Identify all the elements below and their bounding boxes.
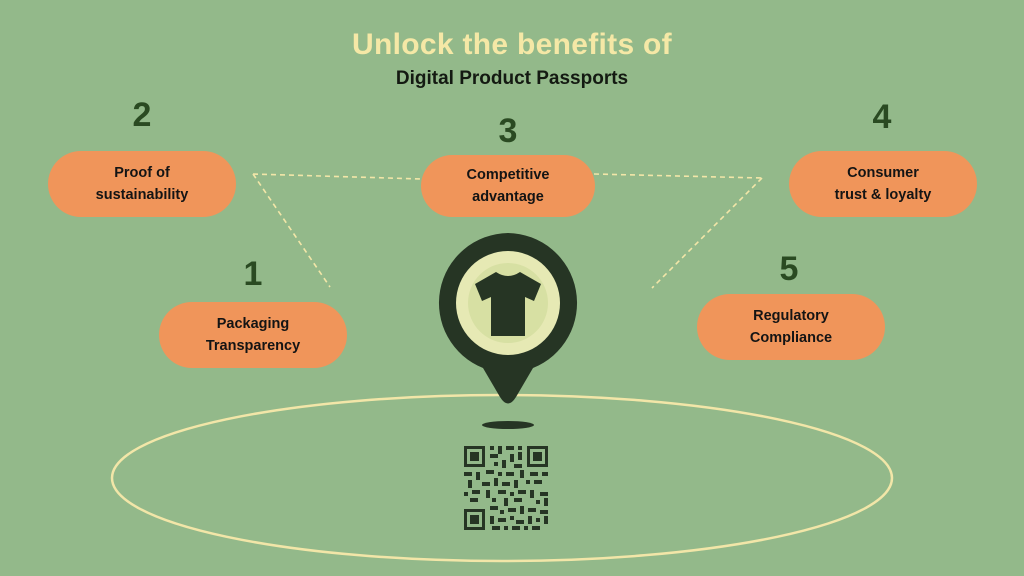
benefit-number-4: 4 — [872, 98, 892, 136]
connector-3-to-4 — [593, 173, 763, 179]
benefit-number-2: 2 — [132, 96, 152, 134]
benefit-number-1: 1 — [243, 255, 263, 293]
page-title: Unlock the benefits of — [352, 28, 672, 61]
benefit-number-5: 5 — [779, 250, 799, 288]
benefit-number-3: 3 — [498, 112, 518, 150]
connector-4-to-5 — [651, 177, 763, 289]
page-subtitle: Digital Product Passports — [395, 68, 629, 89]
benefit-pill-regulatory-compliance: Regulatory Compliance — [697, 294, 885, 360]
qr-code-icon — [464, 446, 548, 530]
benefit-pill-proof-of-sustainability: Proof of sustainability — [48, 151, 236, 217]
base-ellipse — [110, 393, 894, 563]
benefit-pill-competitive-advantage: Competitive advantage — [421, 155, 595, 217]
tshirt-location-pin-icon — [438, 233, 578, 404]
connector-2-to-3 — [252, 173, 423, 180]
benefit-pill-packaging-transparency: Packaging Transparency — [159, 302, 347, 368]
connector-2-to-1 — [252, 173, 331, 288]
benefit-pill-consumer-trust-loyalty: Consumer trust & loyalty — [789, 151, 977, 217]
dashed-connectors — [252, 173, 763, 289]
pin-shadow — [482, 421, 534, 429]
